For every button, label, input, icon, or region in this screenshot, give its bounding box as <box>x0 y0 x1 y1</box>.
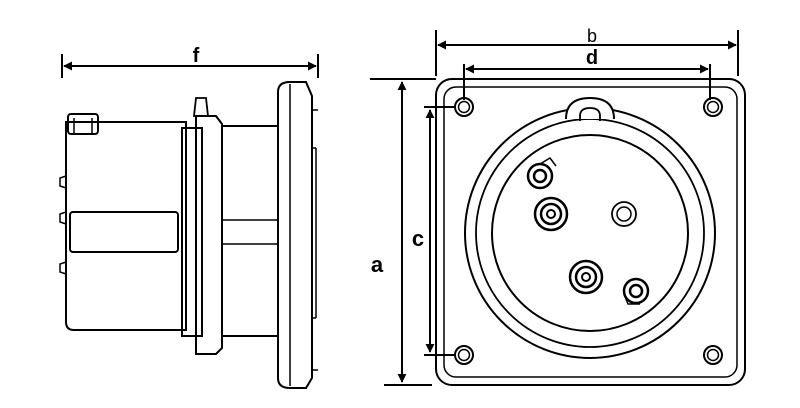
side-front-plate <box>277 81 313 389</box>
dimension-f <box>61 54 319 78</box>
pin-top-left <box>526 157 557 190</box>
side-view <box>59 81 318 389</box>
socket-face <box>491 134 689 332</box>
dimension-a <box>370 78 436 386</box>
label-c: c <box>412 226 424 251</box>
side-flange <box>195 115 223 355</box>
dimension-b <box>435 30 739 76</box>
pin-left <box>533 196 569 232</box>
screw-hole-br <box>703 345 723 365</box>
side-collar <box>181 127 203 337</box>
front-plate-outer <box>435 78 746 386</box>
screw-hole-tl <box>454 97 474 117</box>
side-rear-tab <box>67 113 99 135</box>
side-rear-housing <box>65 121 187 331</box>
screw-hole-bl <box>454 345 474 365</box>
label-d: d <box>586 47 598 69</box>
side-label-window <box>69 211 179 253</box>
socket-ring-outer <box>464 107 716 359</box>
pin-bottom-right <box>622 277 650 305</box>
front-plate-inner <box>443 86 738 378</box>
pin-bottom <box>568 259 604 295</box>
dimension-c <box>424 106 455 356</box>
pin-center-right <box>611 201 637 227</box>
screw-hole-tr <box>703 97 723 117</box>
label-a: a <box>371 252 384 277</box>
dimension-d <box>463 64 711 100</box>
socket-ring-mid <box>475 118 705 348</box>
front-view <box>435 78 746 386</box>
label-b: b <box>587 26 597 46</box>
label-f: f <box>193 45 200 67</box>
